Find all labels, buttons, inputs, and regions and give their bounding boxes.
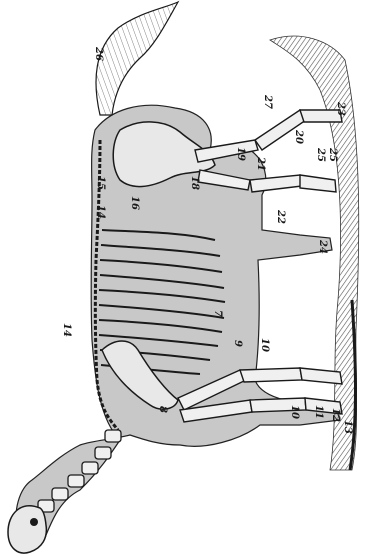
label-26: 26 xyxy=(93,46,104,61)
label-15: 15 xyxy=(95,176,106,190)
label-12: 12 xyxy=(330,408,341,422)
label-25b: 25 xyxy=(327,147,338,162)
tail xyxy=(96,2,178,115)
label-19: 19 xyxy=(235,147,246,161)
eye-socket xyxy=(30,518,38,526)
label-13: 13 xyxy=(342,420,353,434)
label-27: 27 xyxy=(262,94,273,109)
label-10a: 10 xyxy=(259,338,270,352)
label-8: 8 xyxy=(157,406,168,413)
label-9: 9 xyxy=(232,340,243,347)
label-11: 11 xyxy=(313,405,324,419)
label-20: 20 xyxy=(293,129,304,144)
label-18: 18 xyxy=(189,176,200,190)
label-24: 24 xyxy=(317,239,328,254)
label-14b: 14 xyxy=(61,323,72,337)
label-22: 22 xyxy=(275,209,286,224)
label-7: 7 xyxy=(212,310,223,317)
skull xyxy=(8,506,46,553)
label-21: 21 xyxy=(255,156,266,171)
label-25: 25 xyxy=(315,147,326,162)
label-23: 23 xyxy=(335,101,346,116)
label-14a: 14 xyxy=(95,205,106,219)
label-10b: 10 xyxy=(289,405,300,419)
label-16: 16 xyxy=(129,196,140,210)
